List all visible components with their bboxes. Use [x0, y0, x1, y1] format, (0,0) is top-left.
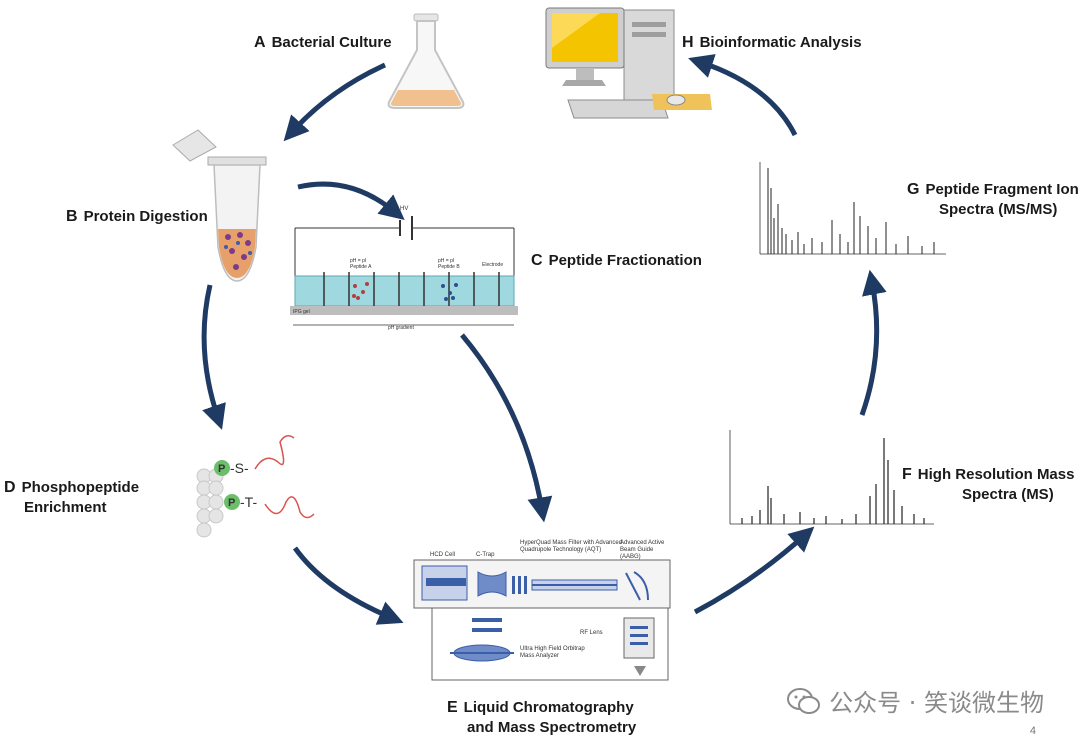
orbitrap-instrument-schematic: HCD Cell C-Trap HyperQuad Mass Filter wi… [413, 540, 671, 681]
ms-spectrum-thumbnail [729, 430, 934, 525]
ph-gradient-label: pH gradient [388, 325, 414, 331]
arrow-b-to-c [297, 181, 405, 220]
threonine-label: -T- [240, 494, 257, 510]
electrode-label: Electrode [482, 262, 503, 268]
arrow-g-to-h [688, 54, 798, 137]
rf-lens-label: RF Lens [580, 630, 603, 636]
wechat-logo-icon [787, 687, 821, 714]
erlenmeyer-flask-icon [387, 13, 465, 109]
microcentrifuge-tube-icon [172, 129, 267, 282]
desktop-computer-icon [545, 7, 712, 119]
phosphopeptide-bead-diagram: P -S- P -T- [196, 435, 315, 538]
hv-label: HV [400, 206, 408, 212]
arrow-b-to-d [201, 284, 226, 430]
page-number: 4 [1029, 725, 1036, 737]
hcd-cell-label: HCD Cell [430, 552, 455, 558]
arrow-d-to-e [292, 546, 404, 625]
arrow-e-to-f [693, 526, 815, 615]
arrow-a-to-b [283, 62, 387, 142]
c-trap-label: C-Trap [476, 552, 495, 558]
phospho-p-icon-1: P [218, 463, 225, 475]
serine-label: -S- [230, 460, 249, 476]
arrow-f-to-g [859, 269, 887, 416]
arrow-c-to-e [460, 333, 553, 523]
ipg-gel-label: IPG gel [293, 309, 310, 315]
phospho-p-icon-2: P [228, 497, 235, 509]
watermark: 公众号 · 笑谈微生物 [787, 683, 1044, 718]
watermark-text: 公众号 · 笑谈微生物 [829, 689, 1044, 717]
msms-spectrum-thumbnail [759, 162, 946, 255]
